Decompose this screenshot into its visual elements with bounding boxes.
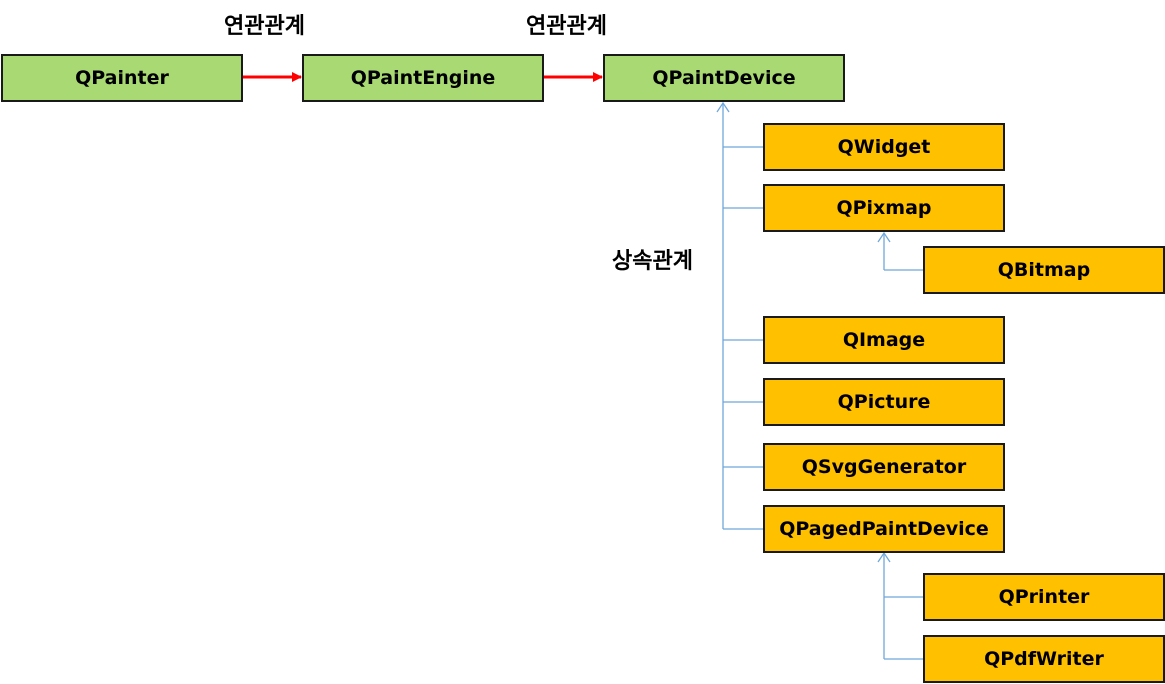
association-label-2: 연관관계 (526, 14, 607, 39)
node-qpaintengine: QPaintEngine (302, 54, 544, 102)
inheritance-tree-pixmap (877, 231, 923, 271)
node-qpicture: QPicture (763, 378, 1005, 426)
node-qpdfwriter: QPdfWriter (923, 635, 1165, 683)
node-qpainter: QPainter (1, 54, 243, 102)
inheritance-tree-paged (877, 551, 923, 660)
node-qbitmap: QBitmap (923, 246, 1165, 294)
node-qpixmap: QPixmap (763, 184, 1005, 232)
node-qsvggenerator: QSvgGenerator (763, 443, 1005, 491)
association-label-1: 연관관계 (224, 14, 305, 39)
node-qprinter: QPrinter (923, 573, 1165, 621)
node-qwidget: QWidget (763, 123, 1005, 171)
inheritance-label: 상속관계 (612, 249, 693, 274)
inheritance-tree-main (716, 101, 763, 530)
node-qpagedpaintdevice: QPagedPaintDevice (763, 505, 1005, 553)
node-qimage: QImage (763, 316, 1005, 364)
node-qpaintdevice: QPaintDevice (603, 54, 845, 102)
